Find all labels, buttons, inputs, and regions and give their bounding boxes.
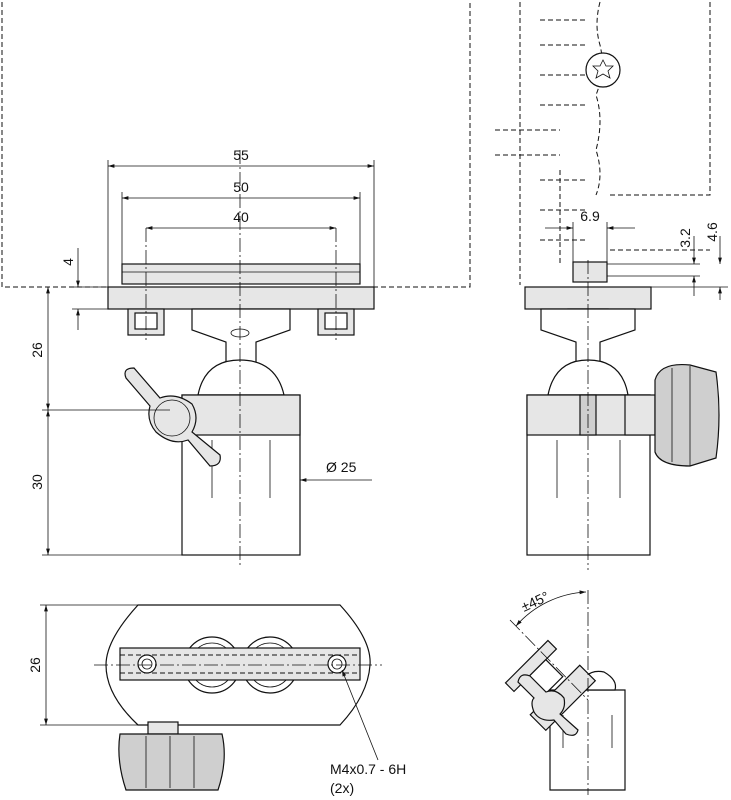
side-view: 6.9 3.2 4.6 [495, 1, 728, 570]
slot-key [572, 261, 608, 283]
top-knob [118, 733, 225, 791]
dim-26-front-label: 26 [29, 342, 45, 358]
dim-angle-45-label: ±45° [519, 588, 552, 615]
dim-55-label: 55 [233, 147, 249, 163]
dim-30-label: 30 [29, 474, 45, 490]
clamp-plate-top [121, 263, 361, 285]
side-knob-shaft [624, 394, 656, 436]
dim-26-top-label: 26 [27, 657, 43, 673]
dim-4-label: 4 [60, 258, 76, 266]
dim-50-label: 50 [233, 179, 249, 195]
side-knob [654, 363, 720, 467]
mount-outline-dashed [1, 2, 471, 288]
base-plate [107, 286, 375, 310]
ball [197, 359, 285, 396]
tilt-wing-knob [517, 674, 579, 736]
dim-3-2-label: 3.2 [677, 228, 693, 248]
dim-diameter-25-label: Ø 25 [326, 459, 357, 475]
thread-hole-left [137, 654, 157, 674]
dim-4-6-label: 4.6 [704, 222, 720, 242]
front-view: 55 50 40 4 26 30 Ø 25 [1, 2, 471, 565]
wing-knob [124, 367, 221, 467]
rail-outline-dashed [610, 2, 711, 196]
dim-6-9-label: 6.9 [580, 208, 600, 224]
torx-screw [585, 52, 621, 88]
tilt-view: ±45° [504, 588, 626, 795]
thread-callout-line2: (2x) [330, 780, 354, 796]
top-view: 26 M4x0.7 - 6H (2x) [27, 604, 406, 796]
top-rail [119, 647, 361, 681]
thread-callout-line1: M4x0.7 - 6H [330, 761, 406, 777]
dim-40-label: 40 [233, 209, 249, 225]
thread-hole-right [327, 654, 347, 674]
